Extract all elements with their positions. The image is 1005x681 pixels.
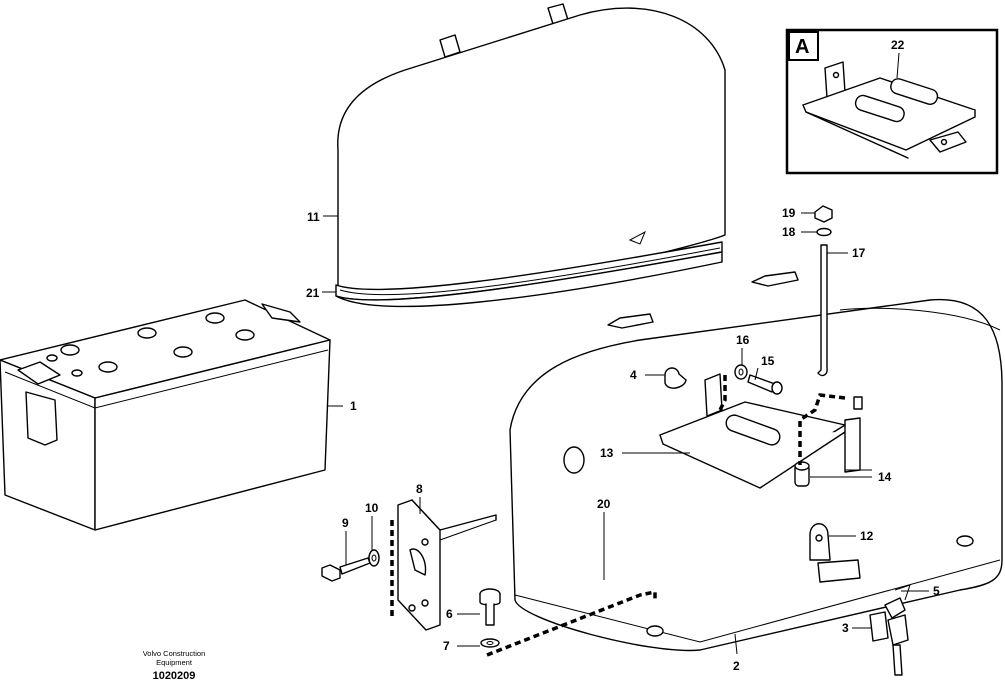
label-15: 15 — [761, 354, 775, 368]
brand-line-1: Volvo Construction — [143, 649, 206, 658]
document-number: 1020209 — [153, 670, 196, 681]
brand-line-2: Equipment — [156, 658, 193, 667]
label-3: 3 — [842, 621, 849, 635]
label-5: 5 — [933, 584, 940, 598]
label-14: 14 — [878, 470, 892, 484]
label-1: 1 — [350, 399, 357, 413]
label-7: 7 — [443, 639, 450, 653]
label-17: 17 — [852, 246, 866, 260]
leader-lines — [322, 212, 929, 655]
bracket-22 — [802, 61, 976, 159]
label-11: 11 — [307, 210, 320, 224]
washer-10 — [368, 549, 380, 567]
washer-7 — [480, 638, 500, 648]
spacer-4 — [664, 367, 687, 389]
label-2: 2 — [733, 659, 740, 673]
rod-17 — [817, 244, 828, 377]
battery-cover-11 — [335, 3, 726, 308]
label-4: 4 — [630, 368, 637, 382]
label-21: 21 — [306, 286, 320, 300]
nut-19 — [814, 205, 833, 223]
label-13: 13 — [600, 446, 614, 460]
battery-1 — [0, 299, 331, 531]
battery-tray-20 — [509, 271, 1003, 652]
label-16: 16 — [736, 333, 750, 347]
label-6: 6 — [446, 607, 453, 621]
label-22: 22 — [891, 38, 905, 52]
label-12: 12 — [860, 529, 874, 543]
washer-18 — [816, 227, 832, 237]
detail-box-letter: A — [795, 36, 809, 58]
label-10: 10 — [365, 501, 379, 515]
label-9: 9 — [342, 516, 349, 530]
bolt-6 — [479, 588, 501, 626]
label-18: 18 — [782, 225, 796, 239]
label-20: 20 — [597, 497, 611, 511]
label-19: 19 — [782, 206, 796, 220]
mounting-plate-8 — [397, 499, 497, 631]
label-8: 8 — [416, 482, 423, 496]
detail-box-a: A 22 — [785, 28, 999, 175]
washer-16 — [734, 364, 748, 380]
latch-3-5 — [869, 584, 911, 676]
